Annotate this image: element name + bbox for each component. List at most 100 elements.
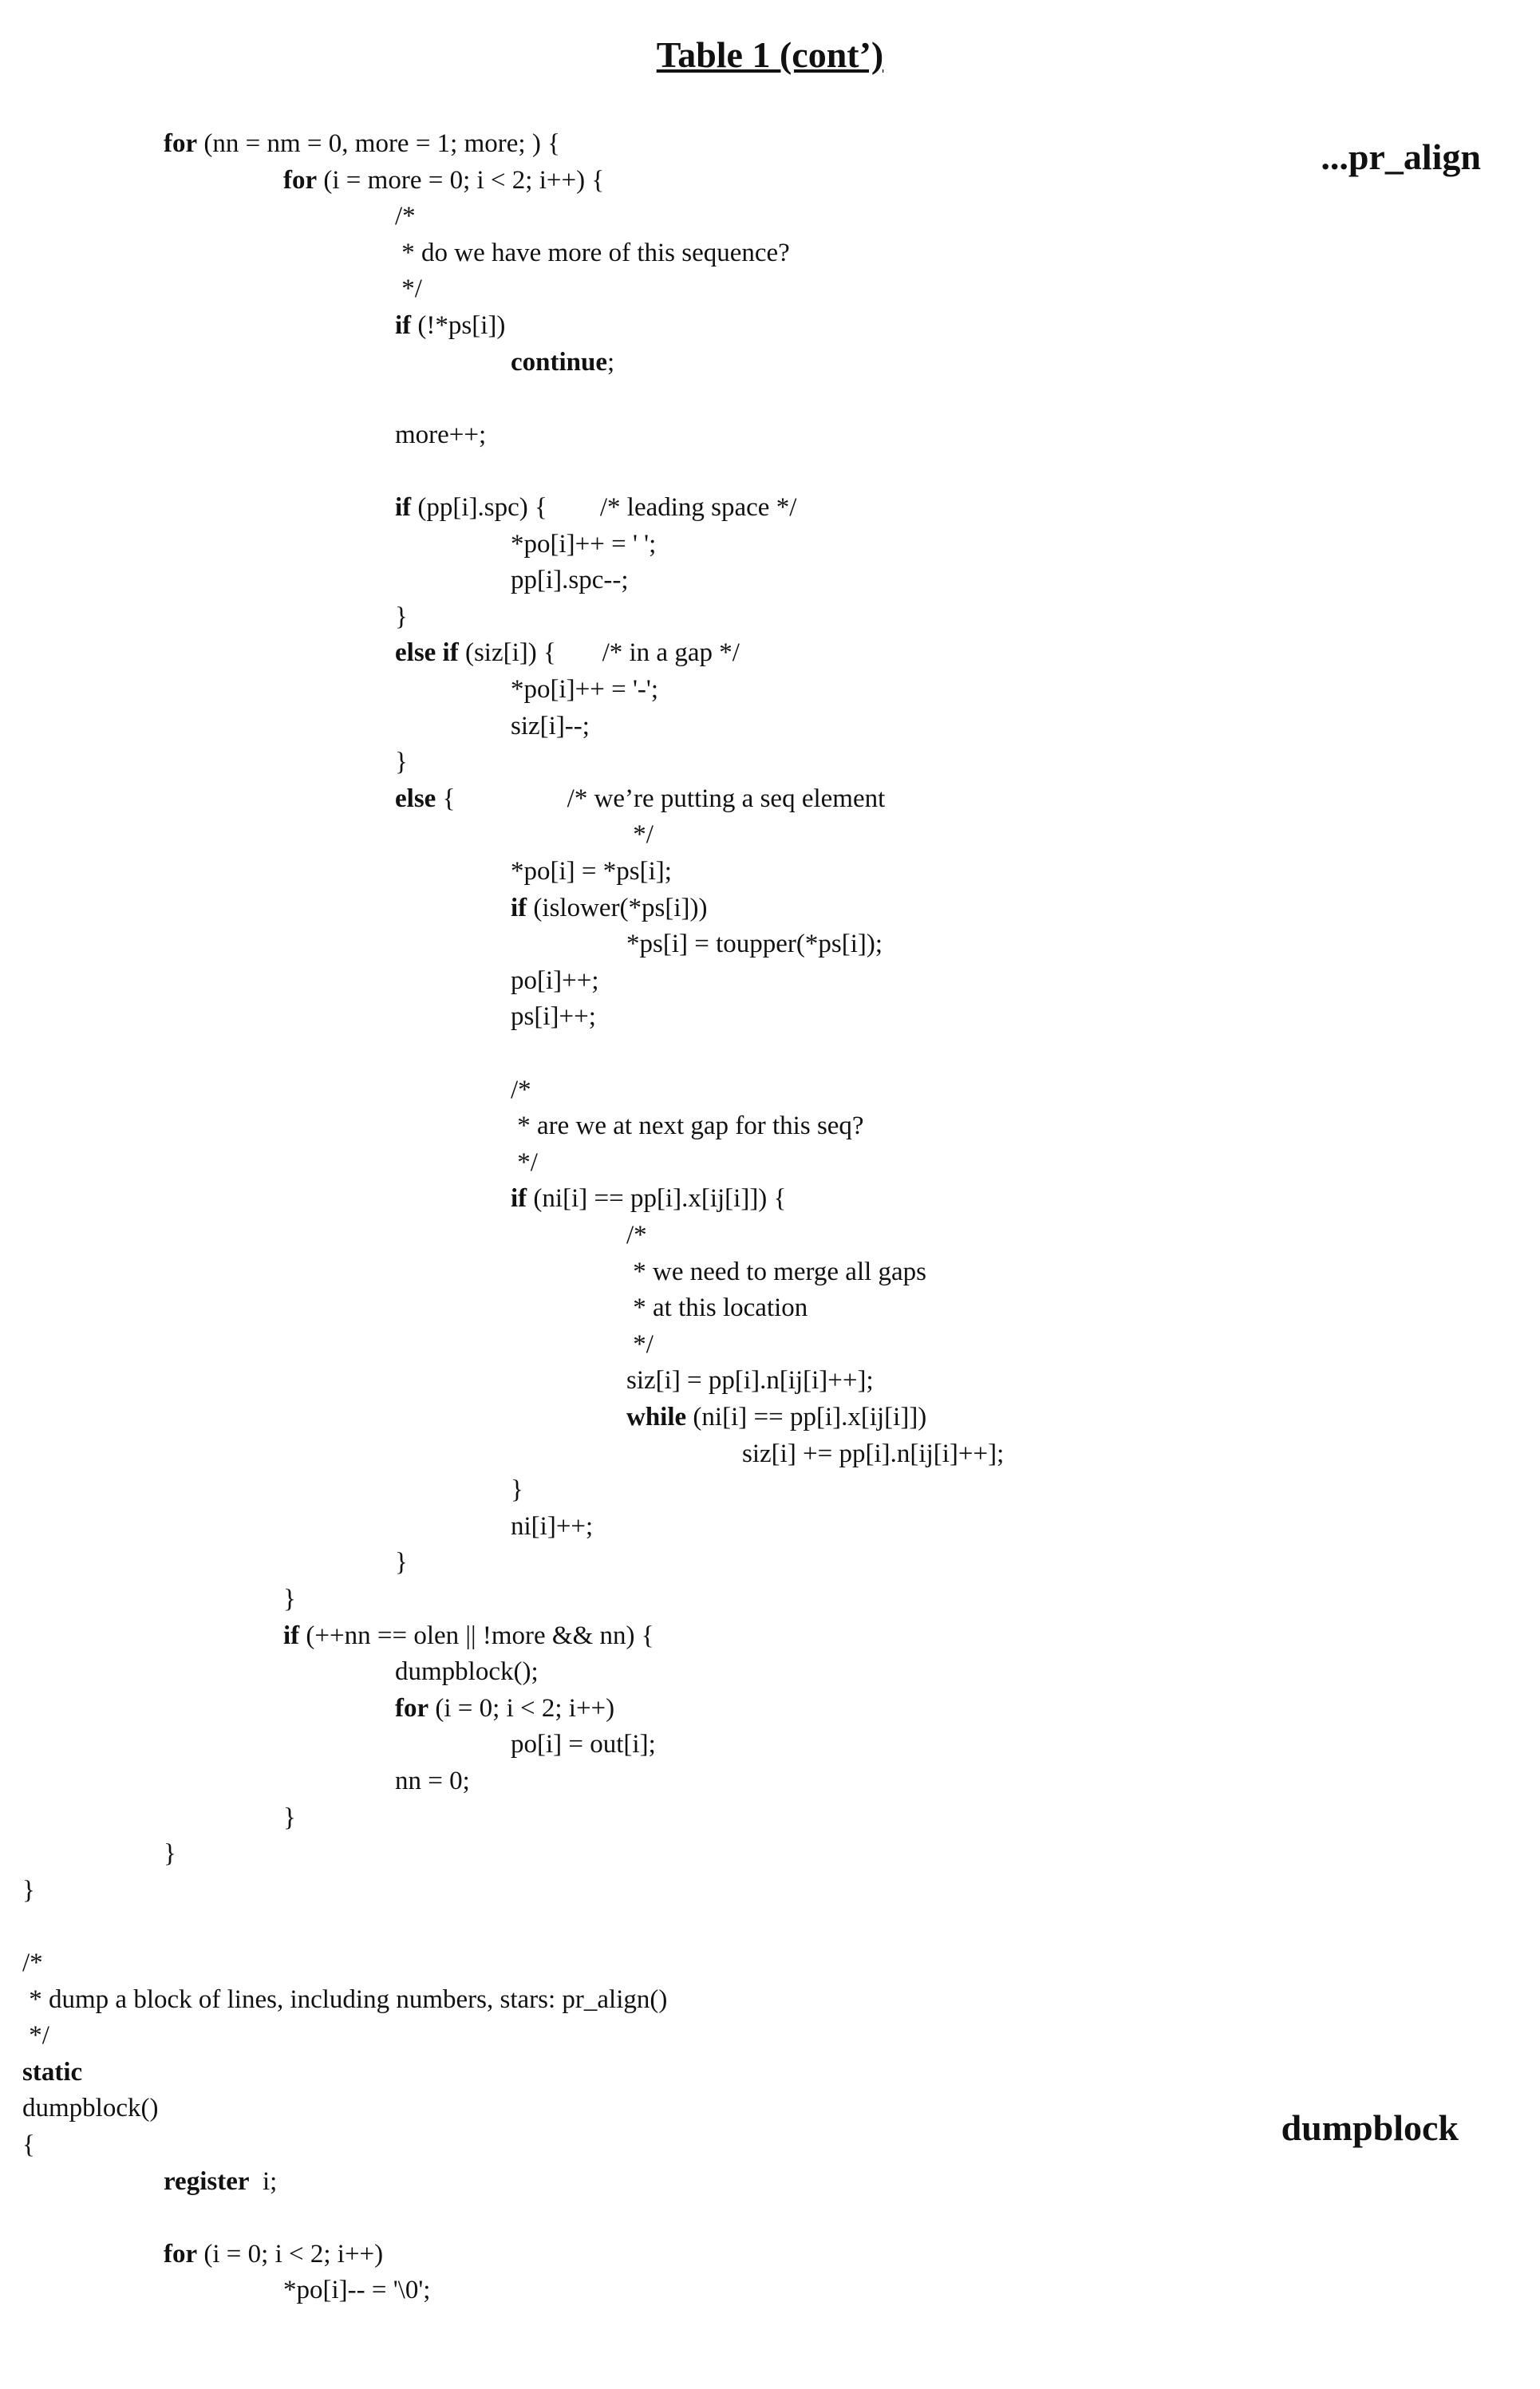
code-line: } bbox=[395, 601, 408, 633]
code-line: *ps[i] = toupper(*ps[i]); bbox=[626, 928, 883, 960]
code-line: for (nn = nm = 0, more = 1; more; ) { bbox=[164, 128, 560, 160]
code-text: (islower(*ps[i])) bbox=[527, 894, 707, 922]
code-line: siz[i] += pp[i].n[ij[i]++]; bbox=[742, 1438, 1004, 1470]
code-line: /* bbox=[511, 1074, 531, 1106]
code-keyword: else if bbox=[395, 638, 459, 667]
code-line: */ bbox=[626, 1329, 654, 1360]
page-title: Table 1 (cont’) bbox=[0, 34, 1540, 76]
code-text: (!*ps[i]) bbox=[411, 311, 505, 340]
code-text: i; bbox=[250, 2167, 278, 2196]
code-text: /* bbox=[626, 1221, 647, 1250]
code-keyword: if bbox=[511, 1184, 527, 1213]
code-line: * we need to merge all gaps bbox=[626, 1256, 926, 1288]
code-keyword: register bbox=[164, 2167, 250, 2196]
code-line: } bbox=[395, 746, 408, 778]
code-text: siz[i] += pp[i].n[ij[i]++]; bbox=[742, 1439, 1004, 1468]
code-line: *po[i]-- = '\0'; bbox=[283, 2274, 430, 2306]
code-line: *po[i]++ = ' '; bbox=[511, 528, 656, 560]
code-text: *ps[i] = toupper(*ps[i]); bbox=[626, 930, 883, 958]
code-text: ni[i]++; bbox=[511, 1512, 593, 1541]
code-text: * at this location bbox=[626, 1293, 808, 1322]
code-line: else if (siz[i]) { /* in a gap */ bbox=[395, 637, 740, 669]
code-text: * do we have more of this sequence? bbox=[395, 239, 790, 267]
code-keyword: continue bbox=[511, 348, 607, 377]
code-keyword: if bbox=[283, 1621, 299, 1650]
code-line: } bbox=[283, 1802, 296, 1834]
code-text: } bbox=[395, 748, 408, 776]
code-line: register i; bbox=[164, 2166, 277, 2197]
code-line: * dump a block of lines, including numbe… bbox=[22, 1984, 667, 2016]
code-line: } bbox=[164, 1838, 176, 1870]
code-line: * at this location bbox=[626, 1292, 808, 1324]
code-text: } bbox=[395, 602, 408, 631]
code-text: { bbox=[22, 2130, 35, 2159]
code-keyword: else bbox=[395, 784, 436, 813]
code-line: } bbox=[22, 1874, 35, 1906]
code-keyword: if bbox=[395, 311, 411, 340]
code-line: } bbox=[283, 1583, 296, 1615]
code-line: *po[i] = *ps[i]; bbox=[511, 855, 672, 887]
code-line: ni[i]++; bbox=[511, 1510, 593, 1542]
code-line: if (ni[i] == pp[i].x[ij[i]]) { bbox=[511, 1183, 786, 1214]
function-label-dumpblock: dumpblock bbox=[1281, 2107, 1459, 2149]
code-line: while (ni[i] == pp[i].x[ij[i]]) bbox=[626, 1401, 926, 1433]
code-line: * are we at next gap for this seq? bbox=[511, 1110, 864, 1142]
code-text: */ bbox=[511, 1148, 538, 1177]
code-line: /* bbox=[22, 1947, 43, 1979]
code-line: { bbox=[22, 2129, 35, 2161]
code-line: po[i] = out[i]; bbox=[511, 1728, 656, 1760]
code-keyword: if bbox=[395, 493, 411, 522]
code-keyword: for bbox=[395, 1694, 428, 1723]
code-text: (++nn == olen || !more && nn) { bbox=[299, 1621, 654, 1650]
code-line: *po[i]++ = '-'; bbox=[511, 673, 658, 705]
code-text: po[i] = out[i]; bbox=[511, 1730, 656, 1759]
code-text: } bbox=[511, 1475, 523, 1504]
code-line: for (i = 0; i < 2; i++) bbox=[395, 1692, 614, 1724]
code-line: */ bbox=[511, 1147, 538, 1179]
code-text: *po[i]-- = '\0'; bbox=[283, 2276, 430, 2304]
code-text: nn = 0; bbox=[395, 1767, 470, 1795]
code-line: siz[i] = pp[i].n[ij[i]++]; bbox=[626, 1364, 874, 1396]
code-text: pp[i].spc--; bbox=[511, 566, 629, 594]
code-text: (pp[i].spc) { /* leading space */ bbox=[411, 493, 796, 522]
function-label-pr-align: ...pr_align bbox=[1321, 136, 1481, 178]
code-text: */ bbox=[626, 1330, 654, 1359]
code-text: siz[i] = pp[i].n[ij[i]++]; bbox=[626, 1366, 874, 1395]
code-text: (i = 0; i < 2; i++) bbox=[197, 2240, 383, 2269]
code-line: if (!*ps[i]) bbox=[395, 310, 505, 342]
code-text: more++; bbox=[395, 421, 486, 449]
code-line: /* bbox=[626, 1219, 647, 1251]
code-text: *po[i]++ = ' '; bbox=[511, 530, 656, 559]
code-text: * are we at next gap for this seq? bbox=[511, 1112, 864, 1140]
code-text: */ bbox=[626, 820, 654, 849]
code-text: ps[i]++; bbox=[511, 1002, 596, 1031]
code-line: */ bbox=[626, 819, 654, 851]
code-line: else { /* we’re putting a seq element bbox=[395, 783, 885, 815]
code-line: ps[i]++; bbox=[511, 1001, 596, 1033]
code-keyword: for bbox=[283, 166, 317, 195]
code-line: for (i = more = 0; i < 2; i++) { bbox=[283, 164, 604, 196]
code-line: nn = 0; bbox=[395, 1765, 470, 1797]
code-text: (ni[i] == pp[i].x[ij[i]]) bbox=[686, 1403, 926, 1431]
code-text: *po[i]++ = '-'; bbox=[511, 675, 658, 704]
code-keyword: if bbox=[511, 894, 527, 922]
code-text: */ bbox=[395, 274, 422, 303]
code-line: siz[i]--; bbox=[511, 710, 590, 742]
code-text: (i = 0; i < 2; i++) bbox=[428, 1694, 614, 1723]
code-keyword: for bbox=[164, 2240, 197, 2269]
code-line: * do we have more of this sequence? bbox=[395, 237, 790, 269]
code-line: if (++nn == olen || !more && nn) { bbox=[283, 1620, 654, 1652]
code-line: } bbox=[511, 1474, 523, 1506]
code-text: } bbox=[164, 1839, 176, 1868]
code-line: po[i]++; bbox=[511, 965, 599, 997]
code-text: } bbox=[283, 1585, 296, 1613]
code-line: dumpblock(); bbox=[395, 1656, 539, 1688]
code-line: for (i = 0; i < 2; i++) bbox=[164, 2238, 383, 2270]
code-text: } bbox=[22, 1876, 35, 1905]
code-line: } bbox=[395, 1546, 408, 1578]
code-keyword: static bbox=[22, 2058, 82, 2087]
code-line: pp[i].spc--; bbox=[511, 564, 629, 596]
code-text: dumpblock(); bbox=[395, 1657, 539, 1686]
code-text: (i = more = 0; i < 2; i++) { bbox=[317, 166, 604, 195]
code-text: ; bbox=[607, 348, 614, 377]
